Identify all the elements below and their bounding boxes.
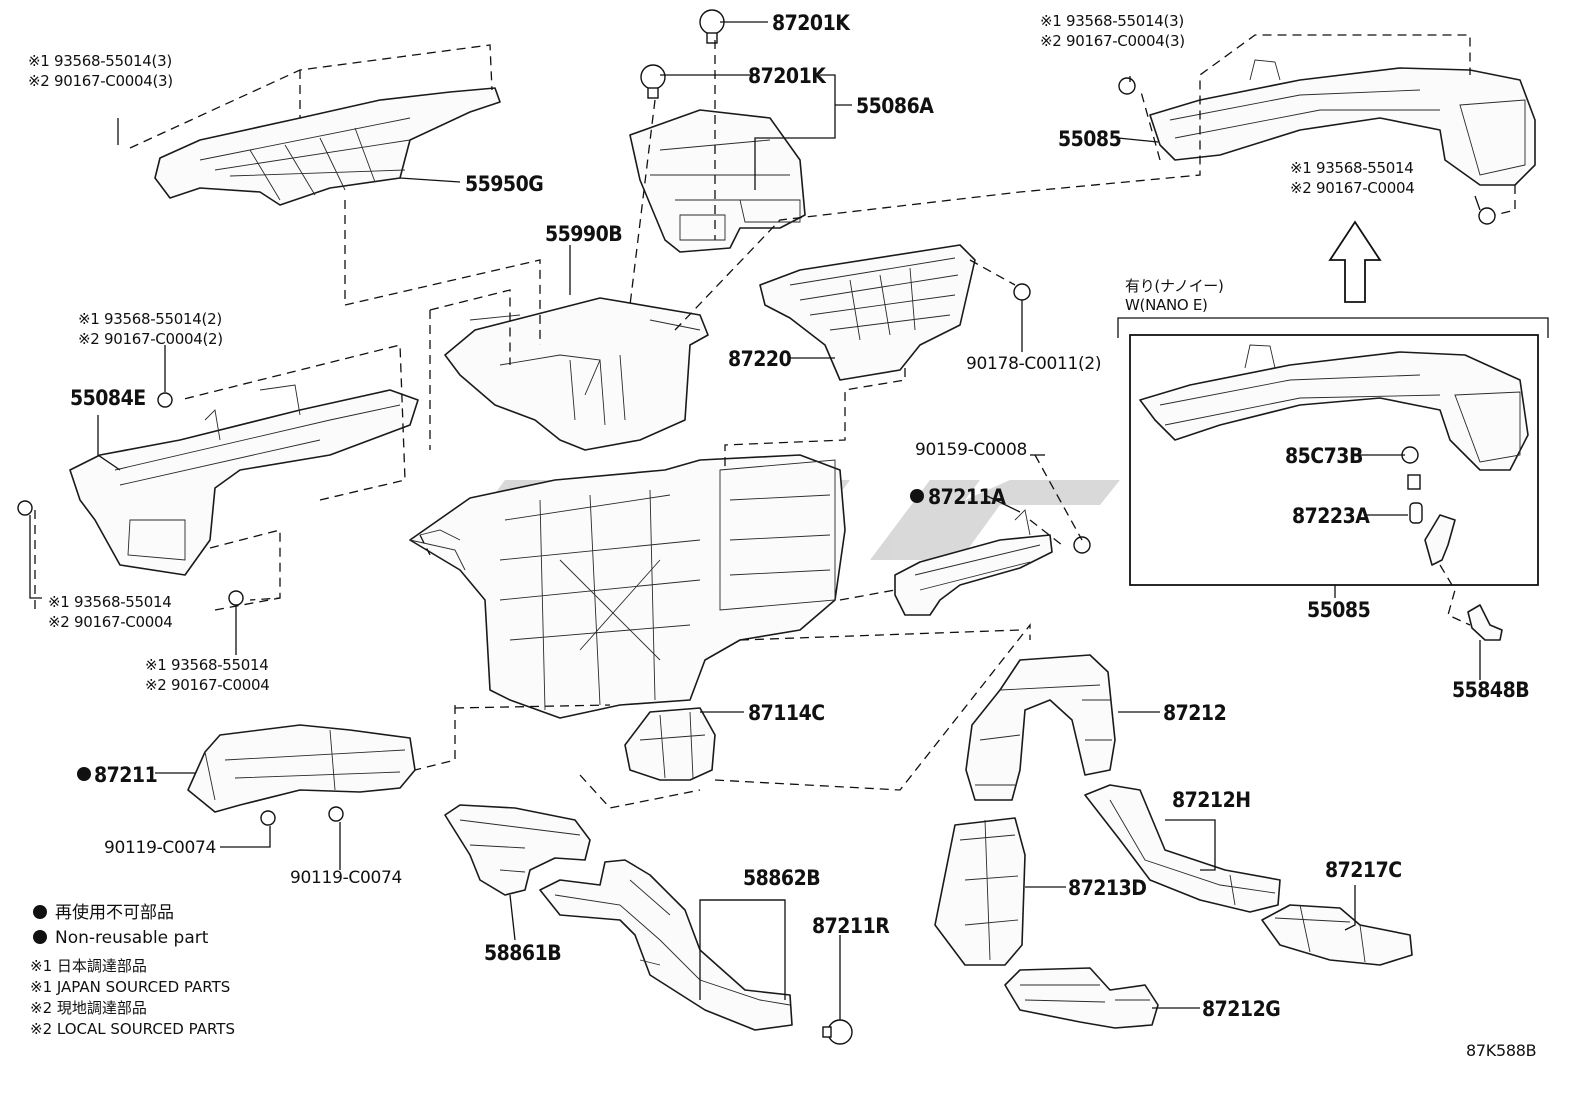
- legend-local-en: ※2 LOCAL SOURCED PARTS: [30, 1020, 235, 1038]
- label-87217C: 87217C: [1325, 858, 1402, 882]
- non-reusable-dot-87211: [77, 767, 91, 781]
- nano-option-title-en: W(NANO E): [1125, 296, 1208, 314]
- note-lower-left-1: ※1 93568-55014: [48, 593, 172, 611]
- note-top-right-1: ※1 93568-55014(3): [1040, 12, 1184, 30]
- part-58861B: [444, 804, 591, 896]
- part-58862B: [539, 859, 853, 1045]
- part-55086A: [629, 9, 806, 253]
- note-top-left-1: ※1 93568-55014(3): [28, 52, 172, 70]
- label-87114C: 87114C: [748, 701, 825, 725]
- part-87212H: [1084, 784, 1281, 913]
- label-87223A: 87223A: [1292, 504, 1370, 528]
- part-55950G: [154, 87, 501, 206]
- nano-option-box: [1117, 220, 1549, 641]
- note-mid-left-2: ※2 90167-C0004(2): [78, 330, 223, 348]
- label-85C73B: 85C73B: [1285, 444, 1363, 468]
- note-right-1: ※1 93568-55014: [1290, 159, 1414, 177]
- diagram-code: 87K588B: [1466, 1041, 1536, 1060]
- assembly-lines: [34, 34, 1516, 809]
- part-87114C: [624, 707, 716, 781]
- label-87212: 87212: [1163, 701, 1226, 725]
- label-55085-upper: 55085: [1058, 127, 1121, 151]
- part-87220: [759, 244, 1031, 381]
- label-87201K: 87201K: [748, 64, 827, 88]
- part-87212: [965, 654, 1116, 801]
- legend-local-jp: ※2 現地調達部品: [30, 999, 147, 1017]
- fastener-notes: ※1 93568-55014(3) ※2 90167-C0004(3) ※1 9…: [28, 12, 1415, 694]
- label-90178-C0011: 90178-C0011(2): [966, 354, 1101, 374]
- legend-dot-en: [33, 930, 47, 944]
- label-87213D: 87213D: [1068, 876, 1146, 900]
- label-87211R: 87211R: [812, 914, 890, 938]
- up-arrow-icon: [1328, 220, 1382, 303]
- note-lower-left-2: ※2 90167-C0004: [48, 613, 172, 631]
- note-top-left-2: ※2 90167-C0004(3): [28, 72, 173, 90]
- label-87211A: 87211A: [928, 485, 1006, 509]
- label-90159-C0008: 90159-C0008: [915, 440, 1027, 460]
- legend: 再使用不可部品 Non-reusable part ※1 日本調達部品 ※1 J…: [30, 902, 235, 1038]
- part-heater-unit: [409, 454, 846, 719]
- part-labels: 87201K 87201K 55086A 55950G 55990B 87220…: [70, 11, 1530, 1021]
- label-90119-C0074-a: 90119-C0074: [104, 838, 216, 858]
- non-reusable-dot-87211A: [910, 489, 924, 503]
- part-87212G: [1004, 967, 1159, 1029]
- legend-dot-jp: [33, 905, 47, 919]
- legend-japan-en: ※1 JAPAN SOURCED PARTS: [30, 978, 230, 996]
- note-mid-left-1: ※1 93568-55014(2): [78, 310, 222, 328]
- part-55084E: [17, 384, 419, 606]
- legend-japan-jp: ※1 日本調達部品: [30, 957, 147, 975]
- note-lower-mid-1: ※1 93568-55014: [145, 656, 269, 674]
- label-55848B: 55848B: [1452, 678, 1529, 702]
- legend-non-reusable-en: Non-reusable part: [55, 928, 209, 948]
- part-87211: [187, 724, 416, 826]
- leader-lines: [29, 21, 1481, 1020]
- label-87212H: 87212H: [1172, 788, 1251, 812]
- label-87212G: 87212G: [1202, 997, 1280, 1021]
- label-87220: 87220: [728, 347, 792, 371]
- part-87217C: [1261, 904, 1413, 966]
- label-87201K-top: 87201K: [772, 11, 851, 35]
- label-55086A: 55086A: [856, 94, 934, 118]
- note-top-right-2: ※2 90167-C0004(3): [1040, 32, 1185, 50]
- legend-non-reusable-jp: 再使用不可部品: [55, 902, 174, 923]
- label-55950G: 55950G: [465, 172, 543, 196]
- part-87213D: [934, 817, 1026, 966]
- label-55085-lower: 55085: [1307, 598, 1370, 622]
- label-87211: 87211: [94, 763, 157, 787]
- note-lower-mid-2: ※2 90167-C0004: [145, 676, 269, 694]
- part-55085-upper: [1118, 59, 1536, 225]
- nano-option-frame: [1129, 334, 1539, 586]
- label-55084E: 55084E: [70, 386, 146, 410]
- part-55848B: [1467, 604, 1503, 641]
- note-right-2: ※2 90167-C0004: [1290, 179, 1414, 197]
- label-58862B: 58862B: [743, 866, 820, 890]
- label-58861B: 58861B: [484, 941, 561, 965]
- label-90119-C0074-b: 90119-C0074: [290, 868, 402, 888]
- part-55990B: [444, 297, 709, 451]
- nano-option-title-jp: 有り(ナノイー): [1125, 277, 1224, 295]
- part-87211A: [894, 509, 1091, 616]
- label-55990B: 55990B: [545, 222, 622, 246]
